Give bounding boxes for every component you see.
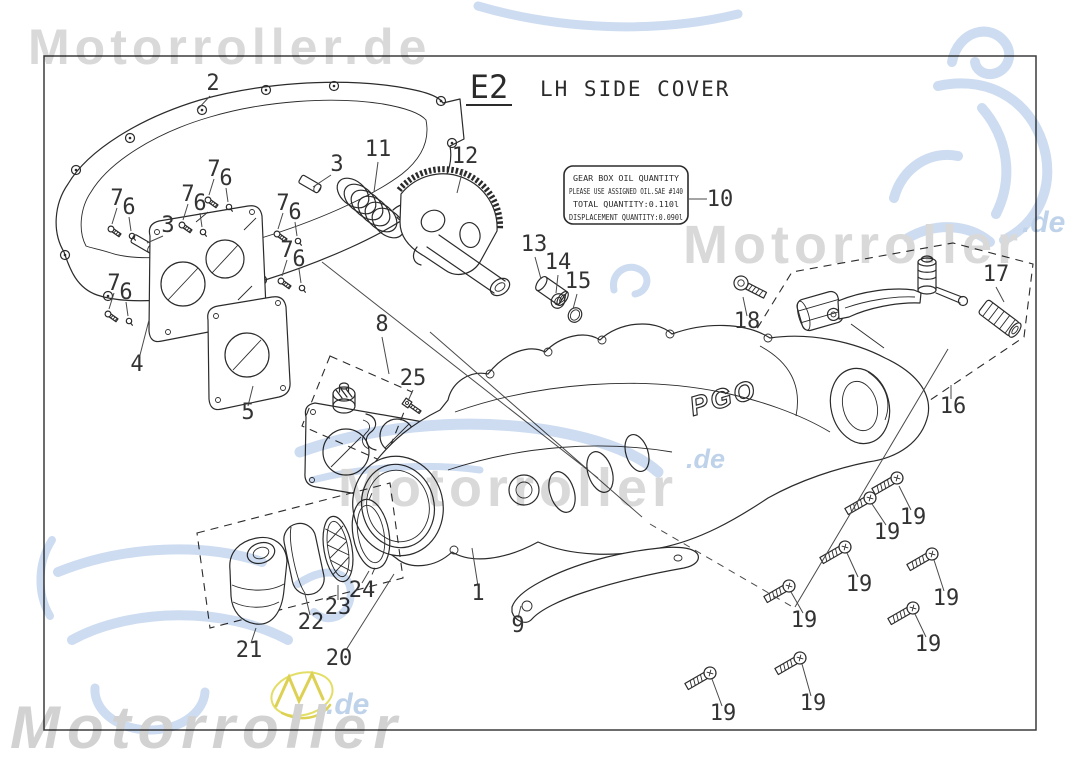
oil-info-line-4: DISPLACEMENT QUANTITY:0.090l	[569, 213, 683, 222]
watermark-right: Motorroller	[683, 215, 1023, 275]
scooter-watermark-top-right-icon	[889, 26, 1053, 247]
diagram-code: E2	[470, 68, 509, 106]
part-label-16: 16	[940, 394, 967, 419]
part-label-6: 6	[119, 280, 132, 305]
part-22-foam-element	[283, 522, 325, 596]
part-label-19: 19	[933, 586, 960, 611]
clip-6-drawing	[294, 237, 302, 246]
part-label-7: 7	[207, 157, 220, 182]
bolt-7-drawing	[103, 309, 120, 324]
part-14-washer-drawing	[550, 293, 566, 309]
part-label-8: 8	[375, 312, 388, 337]
screw-19-drawing	[905, 545, 941, 574]
part-label-19: 19	[800, 691, 827, 716]
part-label-2: 2	[206, 71, 219, 96]
part-label-10: 10	[707, 187, 734, 212]
part-label-11: 11	[365, 137, 392, 162]
part-label-13: 13	[521, 232, 548, 257]
part-18-bolt-drawing	[733, 275, 768, 299]
part-12-gear-drawing	[396, 166, 511, 297]
watermark-middle-de: .de	[686, 444, 725, 474]
kick-pedal	[796, 290, 844, 332]
page-title: LH SIDE COVER	[540, 77, 730, 101]
screw-19-drawing	[773, 649, 809, 678]
kick-joint	[917, 255, 969, 307]
part-label-3: 3	[330, 152, 343, 177]
screw-19-drawing	[843, 489, 879, 518]
part-17-grip-drawing	[978, 299, 1022, 338]
part-16-kick-lever-assembly	[749, 242, 1034, 426]
part-label-12: 12	[452, 144, 479, 169]
part-1-side-cover-drawing: PGO	[352, 323, 930, 567]
part-label-7: 7	[110, 186, 123, 211]
diagram-artwork: GEAR BOX OIL QUANTITY PLEASE USE ASSIGNE…	[55, 80, 1034, 693]
part-5-plate-drawing	[207, 296, 291, 411]
scooter-watermark-bottom-left-icon	[36, 536, 355, 735]
part-label-6: 6	[193, 191, 206, 216]
part-9-bracket-drawing	[511, 546, 699, 623]
part-label-7: 7	[276, 191, 289, 216]
part-label-7: 7	[280, 238, 293, 263]
title-block: E2 LH SIDE COVER	[466, 68, 730, 106]
clip-6-drawing	[298, 284, 306, 293]
oil-info-box: GEAR BOX OIL QUANTITY PLEASE USE ASSIGNE…	[563, 165, 689, 225]
part-label-6: 6	[122, 195, 135, 220]
watermark-bottom-de: .de	[326, 688, 369, 721]
part-label-20: 20	[326, 646, 353, 671]
bolt-7-drawing	[106, 224, 123, 239]
part-label-5: 5	[241, 400, 254, 425]
part-label-4: 4	[130, 352, 143, 377]
screw-19-drawing	[886, 599, 922, 628]
part-label-6: 6	[292, 247, 305, 272]
part-15-ring-drawing	[567, 307, 583, 323]
watermark-middle: Motorroller	[338, 458, 678, 518]
part-label-15: 15	[565, 269, 592, 294]
part-label-19: 19	[791, 608, 818, 633]
drawing-frame	[43, 55, 1037, 731]
yellow-logo-icon	[270, 670, 334, 720]
part-label-19: 19	[874, 520, 901, 545]
part-13-bushing-drawing	[535, 276, 569, 306]
part-label-1: 1	[471, 581, 484, 606]
part-25-bolt-drawing	[401, 397, 422, 415]
oil-info-line-2: PLEASE USE ASSIGNED OIL.SAE #140	[569, 187, 683, 196]
part-11-spring-drawing	[336, 177, 413, 239]
oil-info-line-3: TOTAL QUANTITY:0.110l	[573, 200, 679, 209]
watermark-layer: Motorroller.de Motorroller .de Motorroll…	[10, 1, 1065, 761]
swoosh-middle-icon	[294, 418, 664, 484]
part-24-ring	[351, 493, 391, 575]
part-label-18: 18	[734, 309, 761, 334]
part-label-25: 25	[400, 366, 427, 391]
part-label-19: 19	[915, 632, 942, 657]
watermark-bottom: Motorroller	[10, 694, 404, 761]
part-label-7: 7	[181, 182, 194, 207]
part-label-19: 19	[710, 701, 737, 726]
part-label-14: 14	[545, 250, 572, 275]
part-23-filter-grid	[322, 515, 354, 583]
watermark-right-de: .de	[1022, 206, 1065, 239]
swoosh-top-center-icon	[473, 1, 743, 32]
part-label-7: 7	[107, 271, 120, 296]
part-label-6: 6	[288, 200, 301, 225]
watermark-top-left: Motorroller.de	[28, 19, 431, 75]
clip-6-drawing	[125, 317, 133, 326]
screw-19-drawing	[818, 538, 854, 567]
part-label-17: 17	[983, 262, 1010, 287]
oil-info-line-1: GEAR BOX OIL QUANTITY	[573, 174, 679, 183]
clip-6-drawing	[128, 232, 136, 241]
part-label-6: 6	[219, 166, 232, 191]
part-label-9: 9	[511, 613, 524, 638]
part-3-dowel-pin-drawing	[130, 174, 322, 254]
swoosh-curl-icon	[610, 263, 651, 298]
part-label-19: 19	[900, 505, 927, 530]
screw-19-drawing	[870, 469, 906, 498]
screw-19-drawing	[762, 577, 798, 606]
part-label-19: 19	[846, 572, 873, 597]
part-label-21: 21	[236, 638, 263, 663]
bolt-7-drawing	[276, 276, 293, 291]
part-label-3: 3	[161, 213, 174, 238]
screw-19-drawing	[683, 664, 719, 693]
